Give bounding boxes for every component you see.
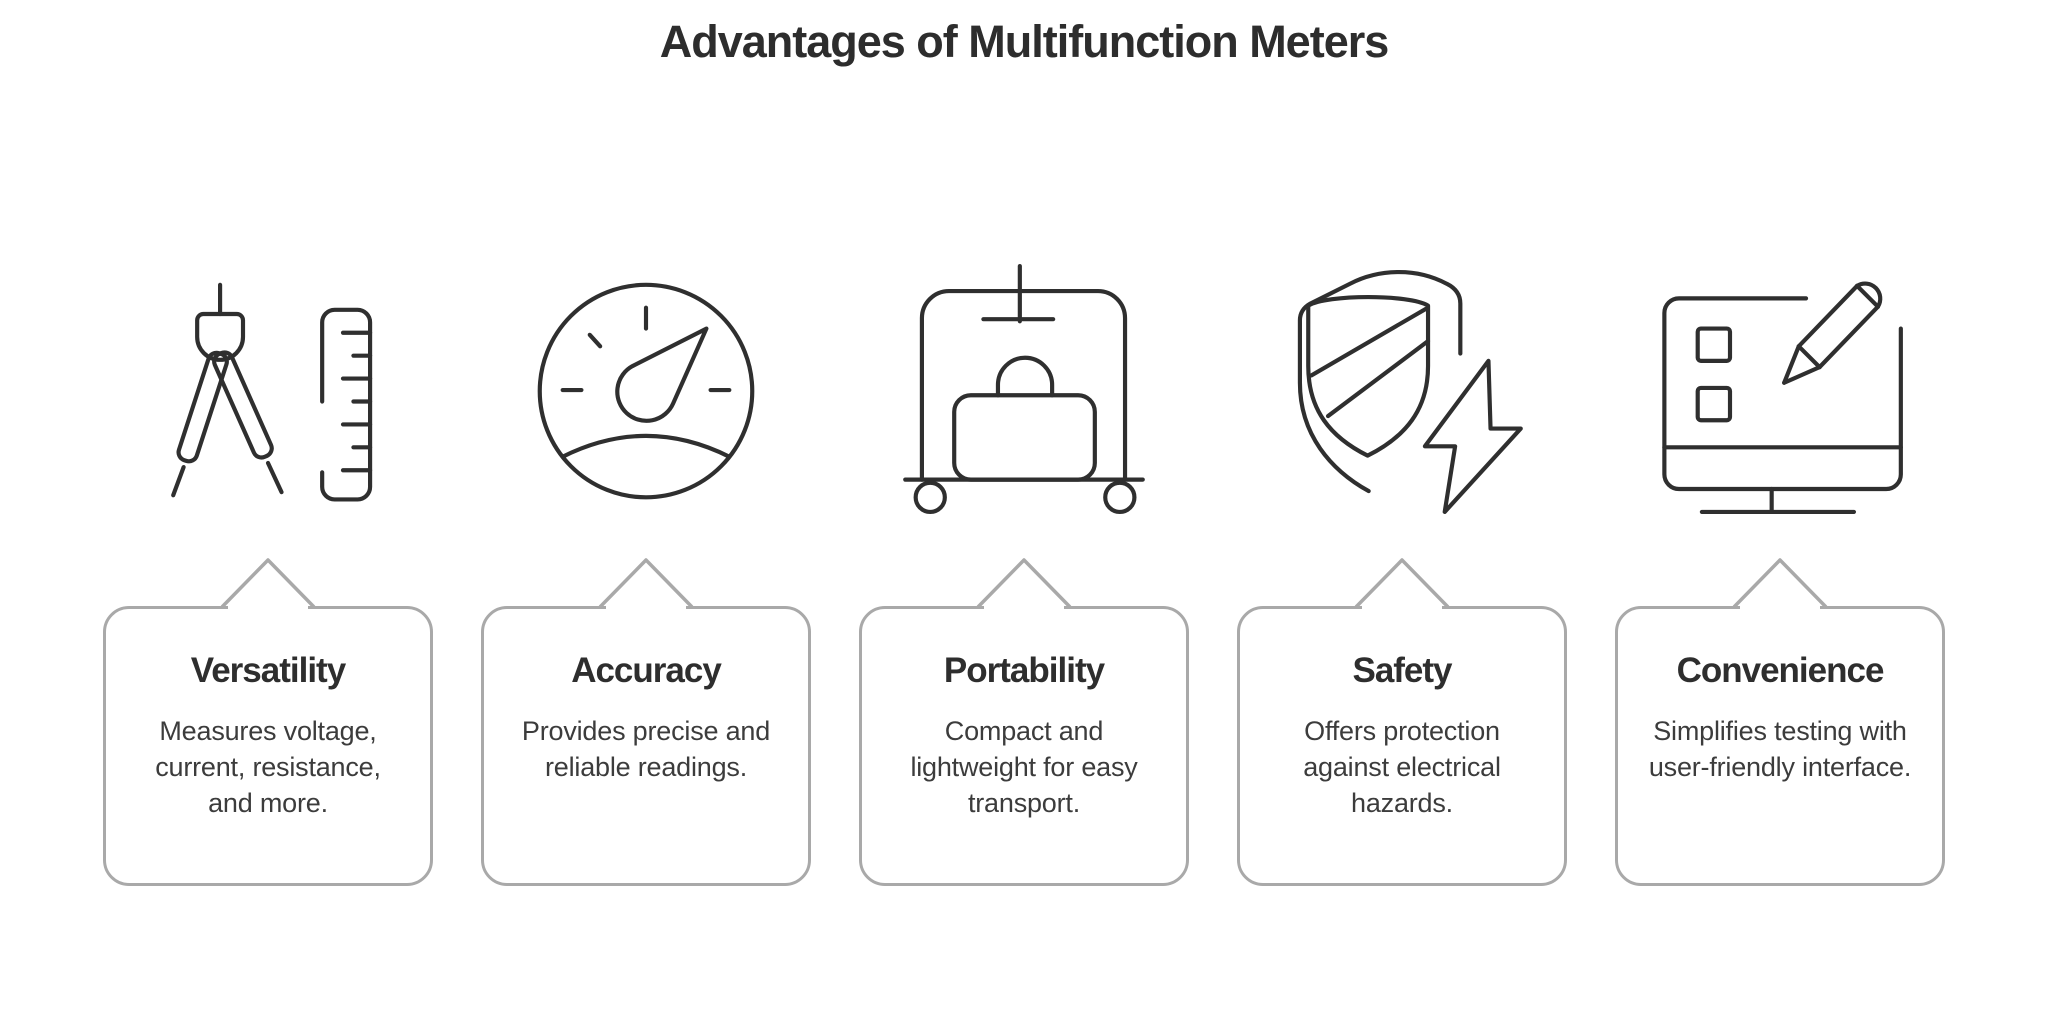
card-description: Offers protection against electrical haz…: [1303, 716, 1501, 818]
advantage-card-safety: Safety Offers protection against electri…: [1237, 558, 1567, 886]
card-description: Provides precise and reliable readings.: [521, 716, 771, 782]
card-description: Simplifies testing with user-friendly in…: [1648, 716, 1912, 782]
card-description: Measures voltage, current, resistance, a…: [155, 716, 381, 818]
advantage-column-versatility: Versatility Measures voltage, current, r…: [103, 264, 433, 886]
luggage-cart-icon: [899, 264, 1149, 514]
page-title: Advantages of Multifunction Meters: [659, 16, 1390, 67]
card-notch-pointer: [1732, 558, 1828, 611]
compass-and-ruler-icon: [143, 264, 393, 514]
monitor-pencil-icon: [1655, 264, 1905, 514]
advantage-column-portability: Portability Compact and lightweight for …: [859, 264, 1189, 886]
advantage-card-convenience: Convenience Simplifies testing with user…: [1615, 558, 1945, 886]
card-notch-pointer: [1354, 558, 1450, 611]
advantage-card-versatility: Versatility Measures voltage, current, r…: [103, 558, 433, 886]
card-heading: Convenience: [1676, 651, 1885, 690]
card-description: Compact and lightweight for easy transpo…: [910, 716, 1138, 818]
card-notch-pointer: [598, 558, 694, 611]
shield-lightning-icon: [1277, 264, 1527, 514]
card-heading: Portability: [943, 651, 1105, 690]
advantage-column-convenience: Convenience Simplifies testing with user…: [1615, 264, 1945, 886]
advantage-column-accuracy: Accuracy Provides precise and reliable r…: [481, 264, 811, 886]
advantage-card-portability: Portability Compact and lightweight for …: [859, 558, 1189, 886]
card-heading: Safety: [1352, 651, 1452, 690]
card-heading: Versatility: [190, 651, 346, 690]
advantages-row: Versatility Measures voltage, current, r…: [0, 264, 2048, 886]
card-heading: Accuracy: [571, 651, 722, 690]
card-notch-pointer: [976, 558, 1072, 611]
advantage-card-accuracy: Accuracy Provides precise and reliable r…: [481, 558, 811, 886]
advantage-column-safety: Safety Offers protection against electri…: [1237, 264, 1567, 886]
gauge-icon: [521, 264, 771, 514]
card-notch-pointer: [220, 558, 316, 611]
